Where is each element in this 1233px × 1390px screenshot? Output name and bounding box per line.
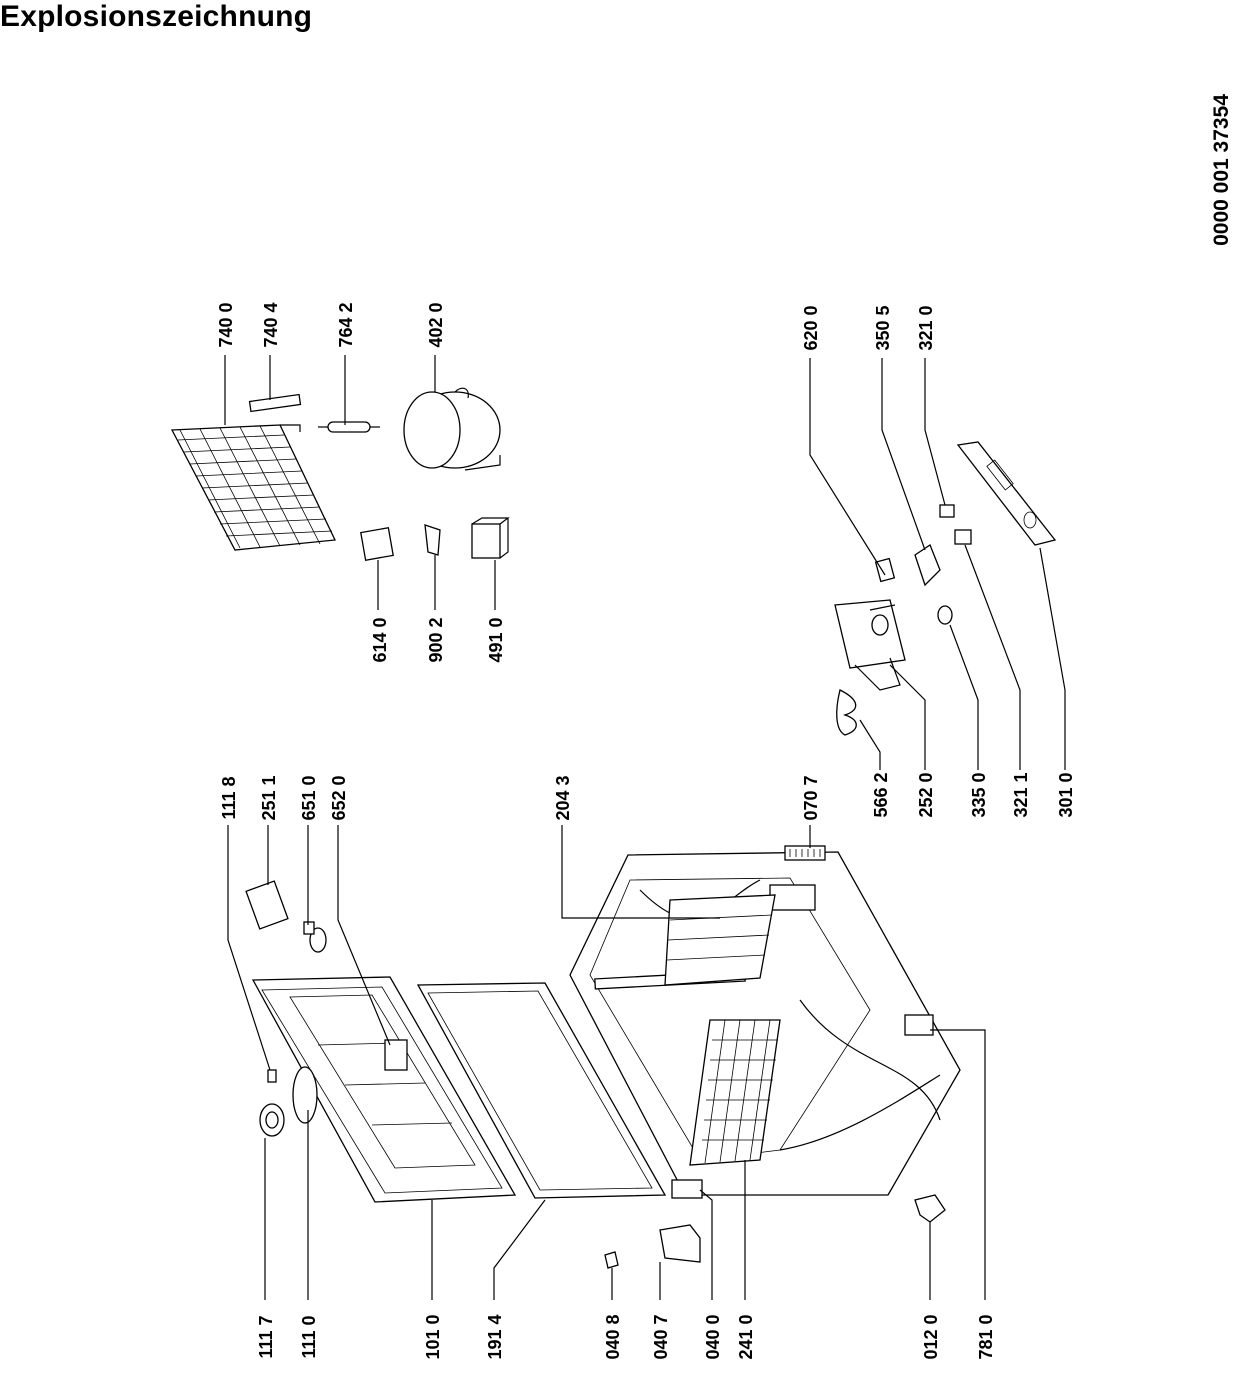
- part-label: 040 0: [703, 1314, 723, 1359]
- part-label: 620 0: [801, 305, 821, 350]
- lid-drawing: [251, 976, 517, 1203]
- lens-drawing-2: [954, 529, 972, 545]
- hinge-drawing: [659, 1224, 701, 1263]
- part-label: 040 8: [603, 1314, 623, 1359]
- part-label: 350 5: [873, 305, 893, 350]
- inner-basket-drawing: [664, 894, 776, 986]
- sensor-drawing: [914, 544, 941, 587]
- ring-drawing: [937, 605, 953, 625]
- hinge-cover-inner-drawing: [265, 1111, 279, 1129]
- part-label: 764 2: [336, 302, 356, 347]
- capacitor-box-drawing: [471, 517, 510, 559]
- knob-drawing: [874, 557, 896, 583]
- compressor-drawing: [403, 387, 501, 471]
- page-title: Explosionszeichnung: [0, 0, 313, 33]
- part-label: 251 1: [259, 775, 279, 820]
- part-label: 070 7: [801, 775, 821, 820]
- part-label: 566 2: [871, 772, 891, 817]
- foot-drawing: [914, 1194, 946, 1223]
- hinge-pin-drawing: [604, 1251, 619, 1269]
- part-label: 012 0: [921, 1314, 941, 1359]
- lamp-drawing: [303, 921, 327, 953]
- control-panel-drawing: [956, 441, 1057, 546]
- part-labels: 740 0 740 4 764 2 402 0 614 0 900 2 491 …: [216, 302, 1076, 1359]
- part-label: 241 0: [736, 1314, 756, 1359]
- small-part-drawing: [267, 1069, 277, 1083]
- grille-drawing: [784, 845, 826, 861]
- thermostat-drawing: [834, 599, 906, 691]
- part-label: 900 2: [426, 617, 446, 662]
- part-label: 191 4: [485, 1314, 505, 1359]
- part-label: 101 0: [423, 1314, 443, 1359]
- part-label: 111 0: [299, 1315, 319, 1358]
- relay-drawing: [360, 527, 394, 561]
- part-label: 651 0: [299, 775, 319, 820]
- part-label: 614 0: [370, 617, 390, 662]
- part-label: 740 4: [261, 302, 281, 347]
- part-label: 301 0: [1056, 772, 1076, 817]
- lens-drawing: [939, 504, 955, 518]
- condenser-coil-drawing: [170, 424, 336, 551]
- clip-drawing: [424, 524, 441, 556]
- handle-drawing: [245, 880, 289, 930]
- part-label: 335 0: [969, 772, 989, 817]
- part-label: 111 7: [256, 1315, 276, 1358]
- part-label: 652 0: [329, 775, 349, 820]
- part-label: 402 0: [426, 302, 446, 347]
- bracket-drawing: [248, 393, 302, 413]
- part-label: 204 3: [553, 775, 573, 820]
- part-label: 321 1: [1011, 772, 1031, 817]
- part-label: 491 0: [486, 617, 506, 662]
- leader-lines: [224, 355, 1066, 1300]
- part-label: 781 0: [976, 1314, 996, 1359]
- spring-drawing: [836, 689, 857, 736]
- part-label: 740 0: [216, 302, 236, 347]
- part-label: 040 7: [651, 1314, 671, 1359]
- part-label: 321 0: [916, 305, 936, 350]
- part-label: 111 8: [219, 776, 239, 819]
- gasket-drawing: [416, 982, 667, 1199]
- part-label: 252 0: [916, 772, 936, 817]
- filter-drier-drawing: [318, 421, 380, 433]
- wire-basket-drawing: [689, 1019, 781, 1166]
